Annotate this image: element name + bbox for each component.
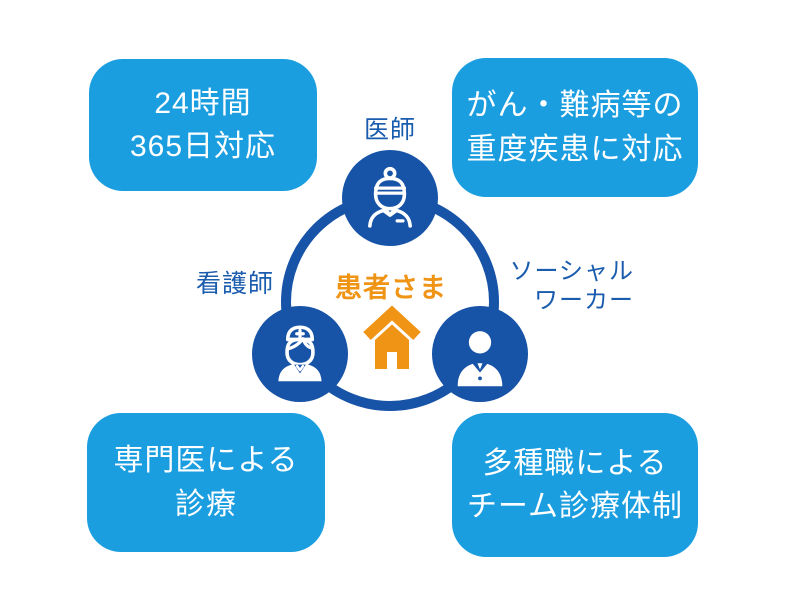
home-icon [363, 305, 421, 369]
social-worker-label-line2: ワーカー [534, 286, 634, 314]
benefit-line: チーム診療体制 [466, 490, 684, 523]
nurse-label: 看護師 [195, 270, 274, 298]
benefit-box-bottom-right: 多種職による チーム診療体制 [452, 413, 698, 557]
benefit-line: 多種職による [482, 446, 668, 480]
doctor-icon [368, 166, 412, 228]
doctor-circle [342, 150, 438, 246]
benefit-box-top-right: がん・難病等の 重度疾患に対応 [452, 58, 698, 197]
benefit-line: 重度疾患に対応 [466, 132, 684, 166]
doctor-label: 医師 [363, 116, 416, 144]
benefit-line: 365日対応 [129, 130, 277, 163]
social-worker-icon [457, 331, 503, 387]
patient-label: 患者さま [335, 273, 447, 303]
benefit-line: がん・難病等の [466, 89, 684, 122]
benefit-box-bottom-left: 専門医による 診療 [87, 413, 325, 552]
benefit-line: 24時間 [154, 86, 252, 120]
benefit-line: 専門医による [113, 444, 299, 477]
nurse-icon [278, 325, 322, 382]
social-worker-label: ソーシャル ワーカー [508, 258, 634, 316]
nurse-circle [252, 306, 348, 402]
social-worker-circle [432, 306, 528, 402]
benefit-line: 診療 [175, 487, 237, 521]
social-worker-label-line1: ソーシャル [509, 258, 634, 285]
benefit-box-top-left: 24時間 365日対応 [89, 59, 317, 191]
